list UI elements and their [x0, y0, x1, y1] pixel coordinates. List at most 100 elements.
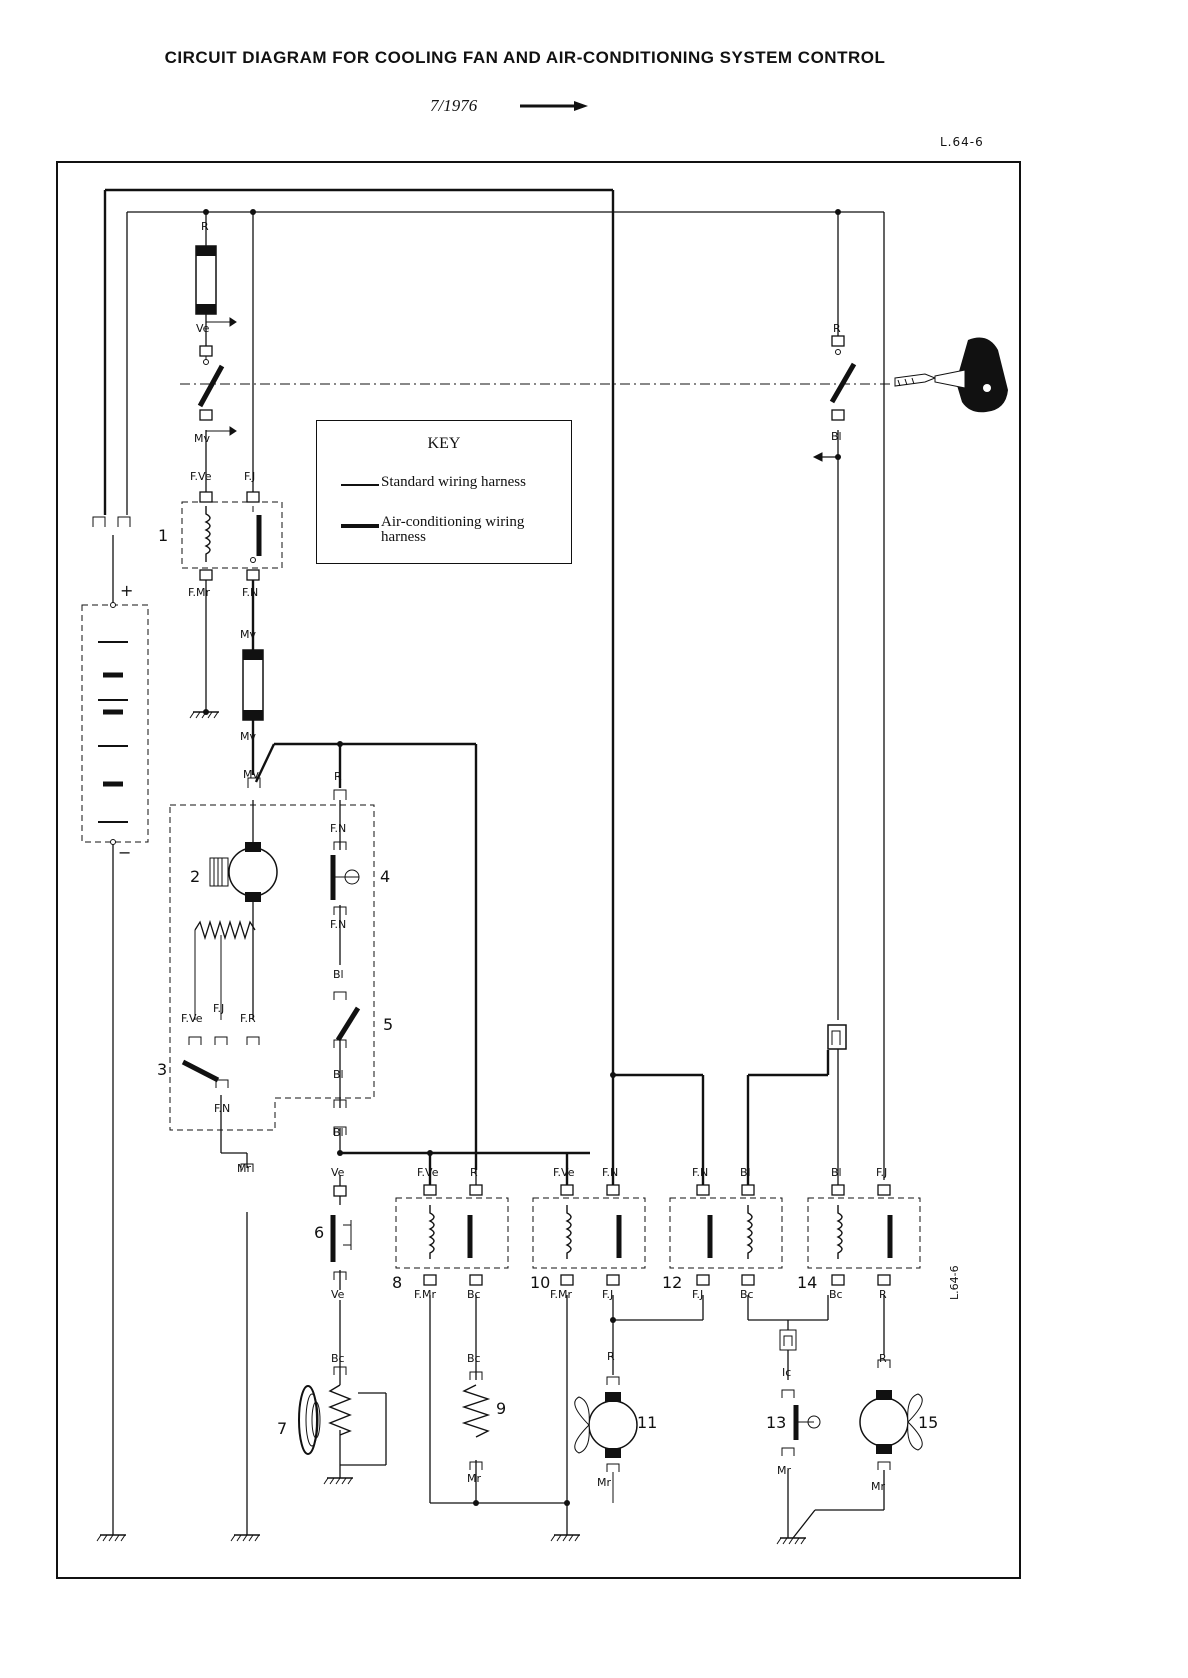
svg-text:Mv: Mv [240, 628, 256, 641]
connector-box [827, 1024, 847, 1050]
svg-text:Mr: Mr [237, 1162, 251, 1175]
svg-text:Bl: Bl [333, 968, 344, 981]
arrow-right-icon [520, 101, 588, 111]
svg-text:6: 6 [314, 1223, 324, 1242]
svg-text:Bc: Bc [829, 1288, 843, 1301]
svg-text:13: 13 [766, 1413, 786, 1432]
svg-text:Mr: Mr [597, 1476, 611, 1489]
switch-13 [779, 1329, 821, 1456]
fan-motor-11 [574, 1376, 638, 1503]
relay-8 [395, 1184, 509, 1286]
key-row-standard: Standard wiring harness [341, 475, 526, 490]
svg-text:Ve: Ve [196, 322, 210, 335]
fan-unit-connectors [188, 777, 347, 1172]
svg-text:R: R [607, 1350, 615, 1363]
svg-text:F.J: F.J [692, 1288, 703, 1301]
svg-text:F.J: F.J [213, 1002, 224, 1015]
svg-text:R: R [879, 1352, 887, 1365]
svg-text:F.R: F.R [240, 1012, 256, 1025]
key-standard-label: Standard wiring harness [381, 474, 526, 490]
svg-text:11: 11 [637, 1413, 657, 1432]
junction-dots [203, 209, 841, 1506]
svg-text:12: 12 [662, 1273, 682, 1292]
svg-text:R: R [470, 1166, 478, 1179]
svg-text:Bc: Bc [467, 1288, 481, 1301]
svg-text:F.N: F.N [214, 1102, 230, 1115]
pressure-switch-6 [330, 1185, 352, 1280]
svg-text:2: 2 [190, 867, 200, 886]
svg-text:Mr: Mr [871, 1480, 885, 1493]
svg-text:F.N: F.N [330, 918, 346, 931]
svg-text:Ic: Ic [782, 1366, 791, 1379]
fuse-mv [242, 649, 264, 721]
wiring [103, 188, 890, 1539]
svg-text:3: 3 [157, 1060, 167, 1079]
svg-text:15: 15 [918, 1413, 938, 1432]
svg-text:F.N: F.N [242, 586, 258, 599]
ignition-switch [829, 335, 857, 421]
svg-text:F.N: F.N [330, 822, 346, 835]
arrow-icons [206, 317, 823, 462]
key-ac-label: Air-conditioning wiring harness [379, 515, 524, 545]
svg-text:Bl: Bl [333, 1068, 344, 1081]
side-reference: L.64-6 [948, 1265, 961, 1300]
svg-text:4: 4 [380, 867, 390, 886]
svg-text:14: 14 [797, 1273, 817, 1292]
svg-text:Mr: Mr [777, 1464, 791, 1477]
svg-text:R: R [334, 770, 342, 783]
date-label: 7/1976 [430, 96, 478, 115]
svg-text:Mv: Mv [243, 768, 259, 781]
diagram-frame [56, 161, 1021, 1579]
svg-text:F.N: F.N [602, 1166, 618, 1179]
fan-unit-block [169, 804, 375, 1131]
svg-text:Bl: Bl [831, 1166, 842, 1179]
switch-top [197, 345, 225, 421]
svg-text:F.Mr: F.Mr [414, 1288, 437, 1301]
svg-text:Bl: Bl [333, 1126, 344, 1139]
diagram-title: CIRCUIT DIAGRAM FOR COOLING FAN AND AIR-… [164, 48, 886, 67]
battery-connector [92, 516, 131, 527]
key-legend: KEY Standard wiring harness Air-conditio… [316, 420, 572, 564]
svg-text:Bc: Bc [467, 1352, 481, 1365]
relay-12 [669, 1184, 783, 1286]
svg-text:R: R [833, 322, 841, 335]
svg-text:F.J: F.J [876, 1166, 887, 1179]
reference-code: L.64-6 [940, 135, 984, 149]
svg-text:Bl: Bl [740, 1166, 751, 1179]
svg-text:F.Mr: F.Mr [188, 586, 211, 599]
standard-line-sample [341, 484, 379, 486]
svg-text:Ve: Ve [331, 1288, 345, 1301]
key-ac-label-line2: harness [381, 529, 426, 545]
key-row-ac: Air-conditioning wiring harness [341, 515, 524, 545]
resistor-9 [461, 1371, 491, 1470]
svg-text:F.Ve: F.Ve [190, 470, 212, 483]
svg-text:R: R [879, 1288, 887, 1301]
svg-text:F.Mr: F.Mr [550, 1288, 573, 1301]
battery [81, 602, 149, 845]
svg-text:F.Ve: F.Ve [181, 1012, 203, 1025]
svg-text:F.J: F.J [244, 470, 255, 483]
svg-text:9: 9 [496, 1399, 506, 1418]
svg-text:R: R [201, 220, 209, 233]
svg-text:Bl: Bl [831, 430, 842, 443]
svg-text:Mv: Mv [194, 432, 210, 445]
svg-text:7: 7 [277, 1419, 287, 1438]
fuse-top [195, 245, 217, 315]
key-title: KEY [427, 435, 461, 452]
svg-text:1: 1 [158, 526, 168, 545]
svg-text:Mr: Mr [467, 1472, 481, 1485]
svg-text:Mv: Mv [240, 730, 256, 743]
svg-text:8: 8 [392, 1273, 402, 1292]
battery-plus: + [120, 581, 133, 600]
fan-motor-15 [859, 1359, 923, 1470]
wire-labels: R Ve Mv F.Ve F.J F.Mr F.N Mv Mv Mv R F.N… [181, 220, 887, 1493]
key-ac-label-line1: Air-conditioning wiring [381, 514, 525, 530]
svg-text:F.N: F.N [692, 1166, 708, 1179]
svg-text:F.J: F.J [602, 1288, 613, 1301]
component-numbers: 1 2 3 4 5 6 7 8 9 10 11 12 13 14 15 [157, 526, 938, 1438]
svg-text:Bc: Bc [331, 1352, 345, 1365]
svg-text:F.Ve: F.Ve [553, 1166, 575, 1179]
svg-text:5: 5 [383, 1015, 393, 1034]
svg-text:F.Ve: F.Ve [417, 1166, 439, 1179]
svg-text:10: 10 [530, 1273, 550, 1292]
